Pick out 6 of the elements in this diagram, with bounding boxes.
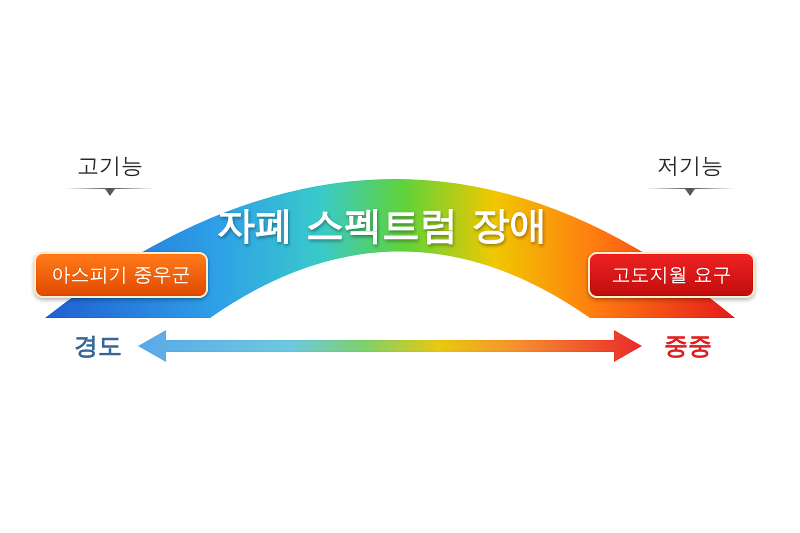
end-label: 중중 <box>664 331 712 362</box>
end-label: 경도 <box>74 331 122 362</box>
heading-label: 저기능 <box>657 153 723 181</box>
label-badge: 아스피기 중우군 <box>34 252 208 298</box>
heading-label: 고기능 <box>77 153 143 181</box>
label-badge: 고도지월 요구 <box>588 252 755 298</box>
